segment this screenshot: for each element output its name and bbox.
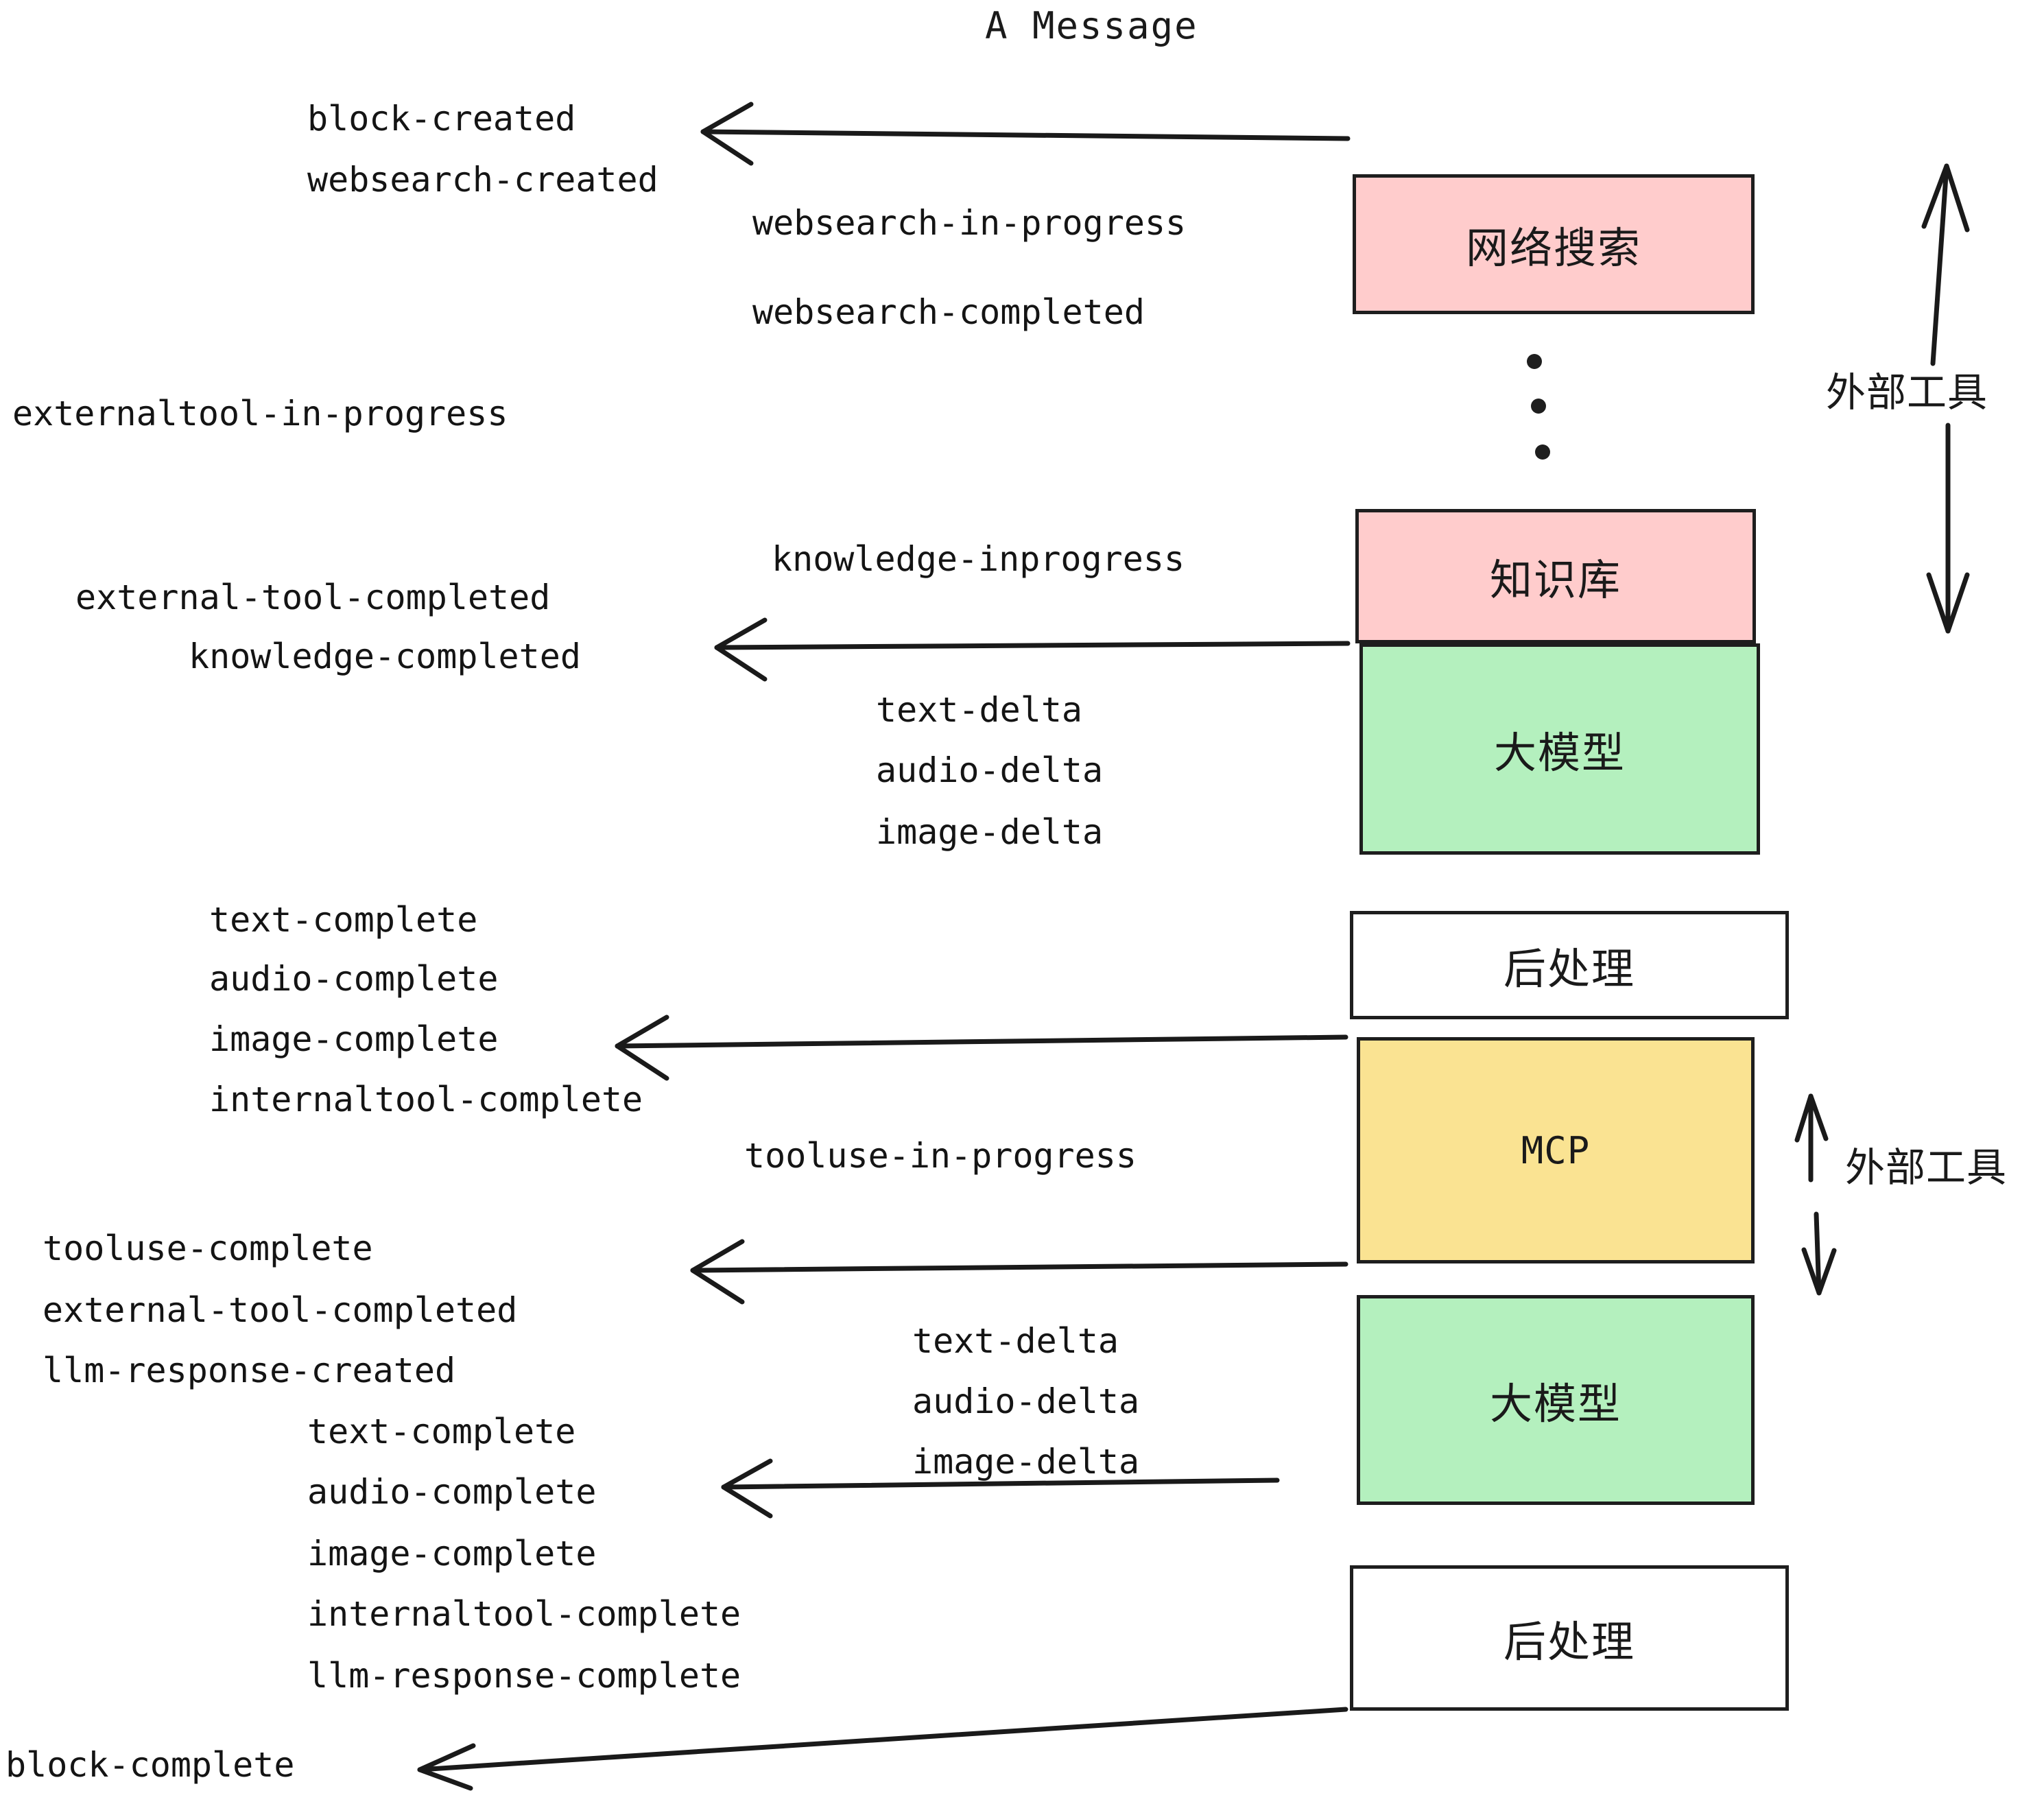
arrow-knowledge-to-knowledge-completed xyxy=(714,617,1351,682)
arrow-websearch-to-block-created xyxy=(700,102,1351,166)
side-label-external-tool-bottom: 外部工具 xyxy=(1845,1144,2008,1191)
event-image-delta-2: image-delta xyxy=(912,1442,1140,1482)
event-image-complete-1: image-complete xyxy=(209,1019,499,1059)
event-internaltool-complete-1: internaltool-complete xyxy=(209,1080,643,1119)
node-websearch[interactable]: 网络搜索 xyxy=(1353,174,1755,314)
node-llm-1-label: 大模型 xyxy=(1493,728,1626,778)
event-audio-delta-2: audio-delta xyxy=(912,1381,1140,1421)
event-llm-response-created: llm-response-created xyxy=(43,1351,456,1390)
node-postprocess-2-label: 后处理 xyxy=(1503,1617,1635,1667)
node-postprocess-1[interactable]: 后处理 xyxy=(1350,911,1789,1019)
node-websearch-label: 网络搜索 xyxy=(1465,223,1641,273)
event-knowledge-inprogress: knowledge-inprogress xyxy=(772,539,1185,579)
event-block-created: block-created xyxy=(307,99,576,139)
event-knowledge-completed: knowledge-completed xyxy=(189,637,581,676)
event-text-complete-1: text-complete xyxy=(209,900,478,940)
node-llm-1[interactable]: 大模型 xyxy=(1359,643,1760,855)
event-externaltool-in-progress: externaltool-in-progress xyxy=(12,394,508,434)
side-label-external-tool-top: 外部工具 xyxy=(1826,369,1988,416)
diagram-title: A Message xyxy=(985,4,1198,47)
event-tooluse-complete: tooluse-complete xyxy=(43,1229,373,1268)
node-knowledge-label: 知识库 xyxy=(1489,555,1621,605)
event-websearch-completed: websearch-completed xyxy=(752,292,1145,332)
event-external-tool-completed-2: external-tool-completed xyxy=(43,1290,518,1330)
node-postprocess-2[interactable]: 后处理 xyxy=(1350,1565,1789,1711)
node-llm-2[interactable]: 大模型 xyxy=(1357,1295,1755,1505)
node-knowledge[interactable]: 知识库 xyxy=(1355,509,1756,643)
event-text-complete-2: text-complete xyxy=(307,1412,576,1451)
node-mcp[interactable]: MCP xyxy=(1357,1037,1755,1263)
arrow-mcp-to-tooluse-complete xyxy=(690,1239,1348,1305)
ellipsis-dot-2 xyxy=(1531,399,1546,414)
event-text-delta-2: text-delta xyxy=(912,1321,1119,1361)
event-text-delta-1: text-delta xyxy=(876,690,1083,730)
event-image-complete-2: image-complete xyxy=(307,1534,597,1574)
event-external-tool-completed-1: external-tool-completed xyxy=(75,578,551,617)
ellipsis-dot-3 xyxy=(1535,444,1550,460)
node-mcp-label: MCP xyxy=(1521,1128,1591,1172)
node-llm-2-label: 大模型 xyxy=(1489,1379,1621,1429)
arrow-postproc-to-image-complete xyxy=(615,1014,1348,1081)
event-tooluse-in-progress: tooluse-in-progress xyxy=(744,1136,1137,1176)
arrow-postproc2-to-block-complete xyxy=(417,1707,1348,1791)
event-internaltool-complete-2: internaltool-complete xyxy=(307,1594,741,1634)
event-websearch-created: websearch-created xyxy=(307,160,658,200)
event-audio-delta-1: audio-delta xyxy=(876,750,1104,790)
event-block-complete: block-complete xyxy=(5,1745,295,1785)
node-postprocess-1-label: 后处理 xyxy=(1503,944,1635,994)
event-audio-complete-1: audio-complete xyxy=(209,959,499,999)
event-image-delta-1: image-delta xyxy=(876,812,1104,852)
ellipsis-dot-1 xyxy=(1527,354,1542,369)
event-llm-response-complete: llm-response-complete xyxy=(307,1656,741,1696)
event-websearch-in-progress: websearch-in-progress xyxy=(752,203,1187,243)
external-tool-arrow-bottom xyxy=(1794,1093,1837,1296)
event-audio-complete-2: audio-complete xyxy=(307,1472,597,1512)
